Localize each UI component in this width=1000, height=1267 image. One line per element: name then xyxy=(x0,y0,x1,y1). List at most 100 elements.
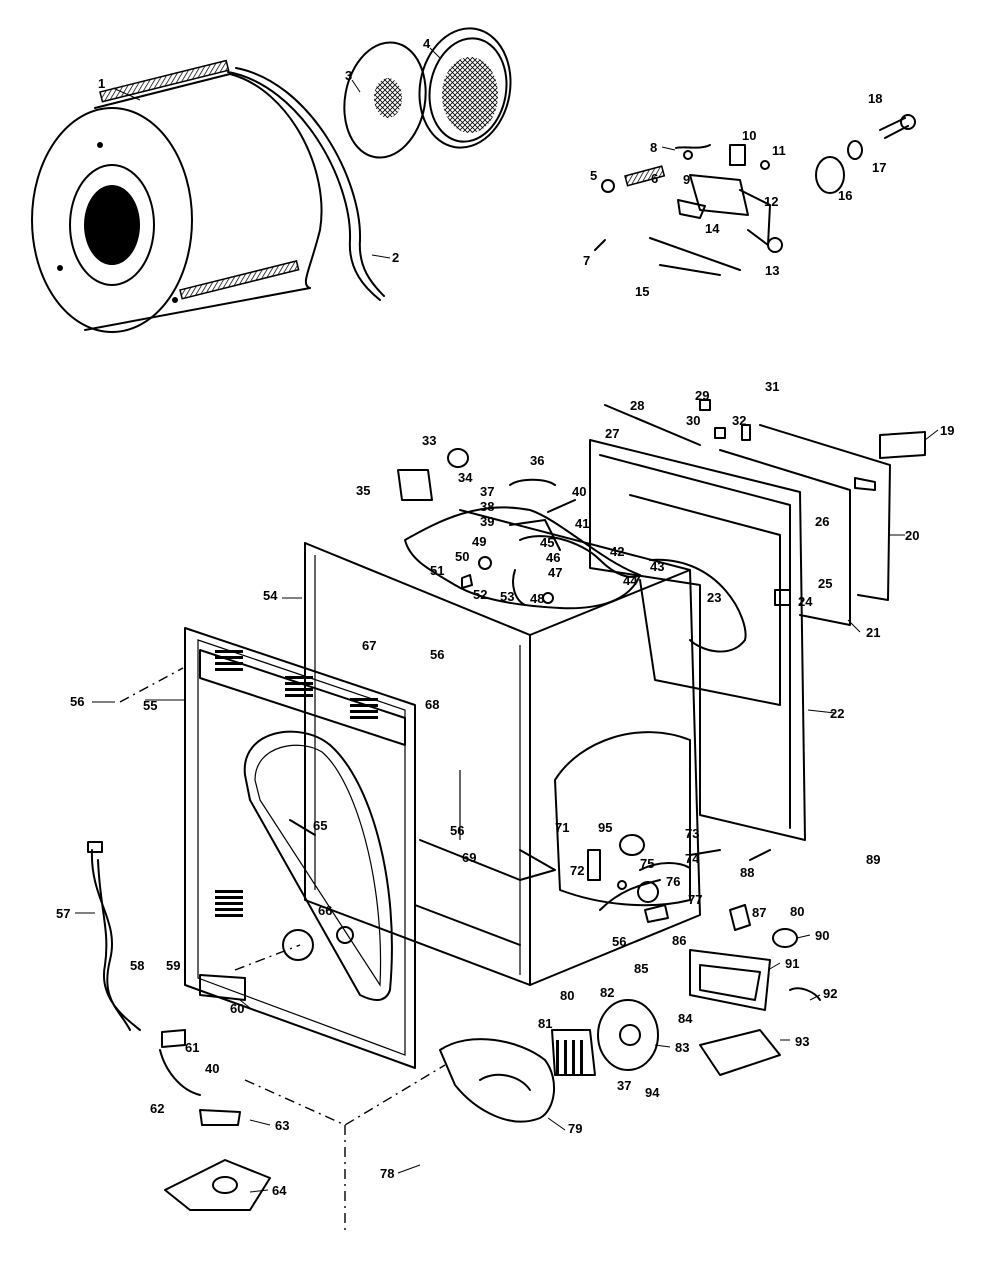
callout-93: 93 xyxy=(795,1034,809,1049)
callout-94: 94 xyxy=(645,1085,660,1100)
callout-35: 35 xyxy=(356,483,370,498)
callout-75: 75 xyxy=(640,856,654,871)
callout-92: 92 xyxy=(823,986,837,1001)
callout-80-left: 80 xyxy=(560,988,574,1003)
callout-45: 45 xyxy=(540,535,554,550)
callout-7: 7 xyxy=(583,253,590,268)
callout-5: 5 xyxy=(590,168,597,183)
idler-assembly xyxy=(594,114,916,276)
small-interior-parts xyxy=(587,834,771,923)
callout-39: 39 xyxy=(480,514,494,529)
callout-11: 11 xyxy=(772,143,786,158)
callout-54: 54 xyxy=(263,588,278,603)
callout-2: 2 xyxy=(392,250,399,265)
callout-37: 37 xyxy=(480,484,494,499)
dryer-drum xyxy=(31,59,323,333)
callout-52: 52 xyxy=(473,587,487,602)
callout-36: 36 xyxy=(530,453,544,468)
callout-82: 82 xyxy=(600,985,614,1000)
callout-1: 1 xyxy=(98,76,105,91)
callout-91: 91 xyxy=(785,956,799,971)
callout-24: 24 xyxy=(798,594,813,609)
callout-12: 12 xyxy=(764,194,778,209)
callout-71: 71 xyxy=(555,820,569,835)
callout-26: 26 xyxy=(815,514,829,529)
callout-57: 57 xyxy=(56,906,70,921)
callout-31: 31 xyxy=(765,379,779,394)
callout-95: 95 xyxy=(598,820,612,835)
callout-17: 17 xyxy=(872,160,886,175)
callout-58: 58 xyxy=(130,958,144,973)
callout-28: 28 xyxy=(630,398,644,413)
callout-10: 10 xyxy=(742,128,756,143)
callout-72: 72 xyxy=(570,863,584,878)
callout-80-right: 80 xyxy=(790,904,804,919)
callout-13: 13 xyxy=(765,263,779,278)
callout-55: 55 xyxy=(143,698,157,713)
front-panel xyxy=(184,627,416,1069)
callout-41: 41 xyxy=(575,516,589,531)
callout-19: 19 xyxy=(940,423,954,438)
control-parts xyxy=(397,448,641,606)
callout-47: 47 xyxy=(548,565,562,580)
callout-74: 74 xyxy=(685,851,700,866)
callout-56-floor: 56 xyxy=(450,823,464,838)
callout-3: 3 xyxy=(345,68,352,83)
callout-83: 83 xyxy=(675,1040,689,1055)
callout-43: 43 xyxy=(650,559,664,574)
power-cord xyxy=(87,841,141,1031)
callout-60: 60 xyxy=(230,1001,244,1016)
callout-22: 22 xyxy=(830,706,844,721)
callout-40: 40 xyxy=(572,484,586,499)
callout-66: 66 xyxy=(318,903,332,918)
callout-88: 88 xyxy=(740,865,754,880)
callout-18: 18 xyxy=(868,91,882,106)
callout-67: 67 xyxy=(362,638,376,653)
callout-27: 27 xyxy=(605,426,619,441)
callout-69: 69 xyxy=(462,850,476,865)
callout-65: 65 xyxy=(313,818,327,833)
callout-64: 64 xyxy=(272,1183,287,1198)
callout-46: 46 xyxy=(546,550,560,565)
callout-37-lower: 37 xyxy=(617,1078,631,1093)
callout-79: 79 xyxy=(568,1121,582,1136)
callout-14: 14 xyxy=(705,221,720,236)
callout-30: 30 xyxy=(686,413,700,428)
callout-8: 8 xyxy=(650,140,657,155)
cabinet xyxy=(304,506,701,986)
callout-20: 20 xyxy=(905,528,919,543)
blower-motor-assembly xyxy=(439,904,821,1123)
callout-44: 44 xyxy=(623,573,638,588)
callout-25: 25 xyxy=(818,576,832,591)
callout-labels: 1 2 3 4 5 6 7 8 9 10 11 12 13 14 15 16 1… xyxy=(56,36,954,1198)
callout-33: 33 xyxy=(422,433,436,448)
callout-90: 90 xyxy=(815,928,829,943)
callout-29: 29 xyxy=(695,388,709,403)
callout-61: 61 xyxy=(185,1040,199,1055)
callout-4: 4 xyxy=(423,36,431,51)
callout-48: 48 xyxy=(530,591,544,606)
callout-49: 49 xyxy=(472,534,486,549)
callout-81: 81 xyxy=(538,1016,552,1031)
callout-53: 53 xyxy=(500,589,514,604)
callout-50: 50 xyxy=(455,549,469,564)
thermostat-parts xyxy=(159,974,271,1211)
callout-16: 16 xyxy=(838,188,852,203)
drum-seal-filter xyxy=(343,41,427,159)
drum-belt xyxy=(227,67,385,301)
callout-15: 15 xyxy=(635,284,649,299)
callout-87: 87 xyxy=(752,905,766,920)
callout-32: 32 xyxy=(732,413,746,428)
callout-42: 42 xyxy=(610,544,624,559)
assembly-line-b xyxy=(244,1064,446,1126)
callout-40-lower: 40 xyxy=(205,1061,219,1076)
callout-78: 78 xyxy=(380,1166,394,1181)
callout-9: 9 xyxy=(683,172,690,187)
callout-86: 86 xyxy=(672,933,686,948)
callout-73: 73 xyxy=(685,826,699,841)
callout-38: 38 xyxy=(480,499,494,514)
callout-51: 51 xyxy=(430,563,444,578)
callout-34: 34 xyxy=(458,470,473,485)
callout-56-left: 56 xyxy=(70,694,84,709)
